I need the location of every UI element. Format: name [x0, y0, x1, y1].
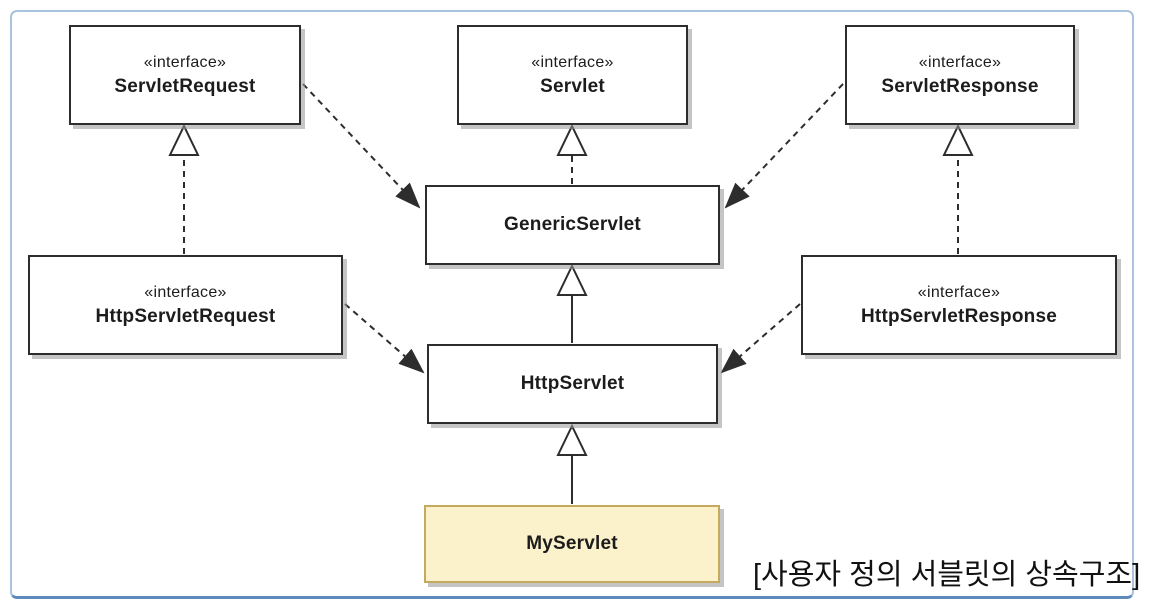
stereotype-label: «interface»	[144, 283, 227, 301]
edge-httpservletresponse-realizes-servletresponse	[942, 123, 974, 254]
class-name: HttpServlet	[520, 373, 625, 395]
class-box-httpservletresponse: «interface» HttpServletResponse	[801, 255, 1117, 355]
edge-myservlet-extends-httpservlet	[556, 423, 588, 504]
stereotype-label: «interface»	[143, 53, 227, 71]
class-name: ServletRequest	[114, 75, 256, 97]
class-name: Servlet	[540, 75, 605, 97]
class-name: ServletResponse	[881, 75, 1039, 97]
class-box-httpservlet: HttpServlet	[427, 344, 718, 424]
class-box-httpservletrequest: «interface» HttpServletRequest	[28, 255, 343, 355]
class-name: HttpServletResponse	[861, 305, 1057, 327]
class-name: MyServlet	[526, 533, 618, 555]
class-name: GenericServlet	[504, 214, 641, 236]
edge-httpservletrequest-dependency-httpservlet	[344, 303, 425, 374]
edge-httpservletrequest-realizes-servletrequest	[168, 123, 200, 254]
stereotype-label: «interface»	[917, 283, 1001, 301]
edge-httpservlet-extends-genericservlet	[556, 263, 588, 343]
class-box-myservlet: MyServlet	[424, 505, 720, 583]
stereotype-label: «interface»	[531, 53, 614, 71]
edge-genericservlet-realizes-servlet	[556, 123, 588, 184]
class-box-servletrequest: «interface» ServletRequest	[69, 25, 301, 125]
class-box-servlet: «interface» Servlet	[457, 25, 688, 125]
diagram-caption: [사용자 정의 서블릿의 상속구조]	[753, 559, 1141, 591]
class-box-servletresponse: «interface» ServletResponse	[845, 25, 1075, 125]
stereotype-label: «interface»	[918, 53, 1002, 71]
edge-httpservletresponse-dependency-httpservlet	[720, 303, 801, 374]
class-box-genericservlet: GenericServlet	[425, 185, 720, 265]
edge-servletresponse-dependency-genericservlet	[724, 83, 844, 209]
edge-servletrequest-dependency-genericservlet	[302, 83, 421, 209]
class-name: HttpServletRequest	[95, 305, 276, 327]
